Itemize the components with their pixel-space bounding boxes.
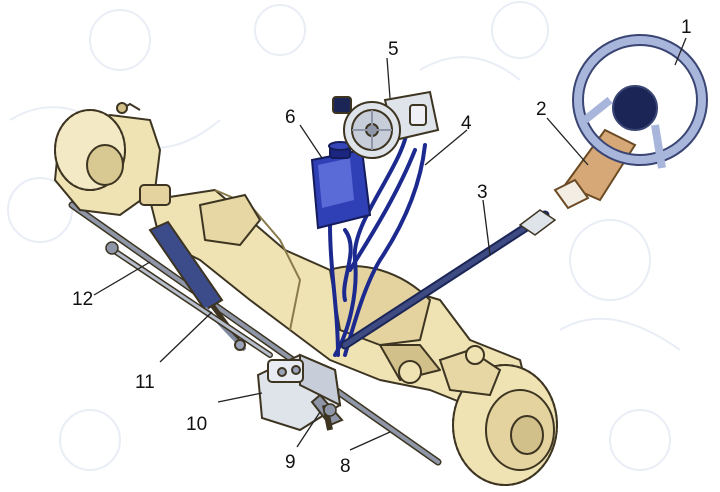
callout-1: 1	[681, 17, 692, 38]
callout-3: 3	[477, 182, 488, 203]
callout-9: 9	[285, 452, 296, 473]
callout-8: 8	[340, 456, 351, 477]
steering-column	[553, 128, 637, 210]
callout-4: 4	[461, 113, 472, 134]
tie-rod	[68, 201, 442, 466]
leader-lines	[93, 37, 687, 451]
steering-wheel	[572, 34, 708, 169]
callout-5: 5	[388, 39, 399, 60]
left-wheel-hub	[53, 102, 171, 217]
callout-11: 11	[135, 372, 155, 393]
callout-10: 10	[186, 414, 207, 435]
steering-shaft	[340, 209, 557, 350]
steering-pump	[332, 90, 440, 159]
callout-6: 6	[285, 107, 296, 128]
right-wheel-hub	[398, 345, 558, 486]
fluid-reservoir	[310, 141, 372, 230]
pitman-arm	[322, 403, 337, 431]
callout-labels: 1 2 3 4 5 6 8 9 10 11 12	[72, 17, 692, 477]
callout-2: 2	[536, 99, 547, 120]
callout-12: 12	[72, 289, 93, 310]
drag-link	[105, 241, 273, 358]
hydraulic-hoses	[328, 118, 427, 357]
